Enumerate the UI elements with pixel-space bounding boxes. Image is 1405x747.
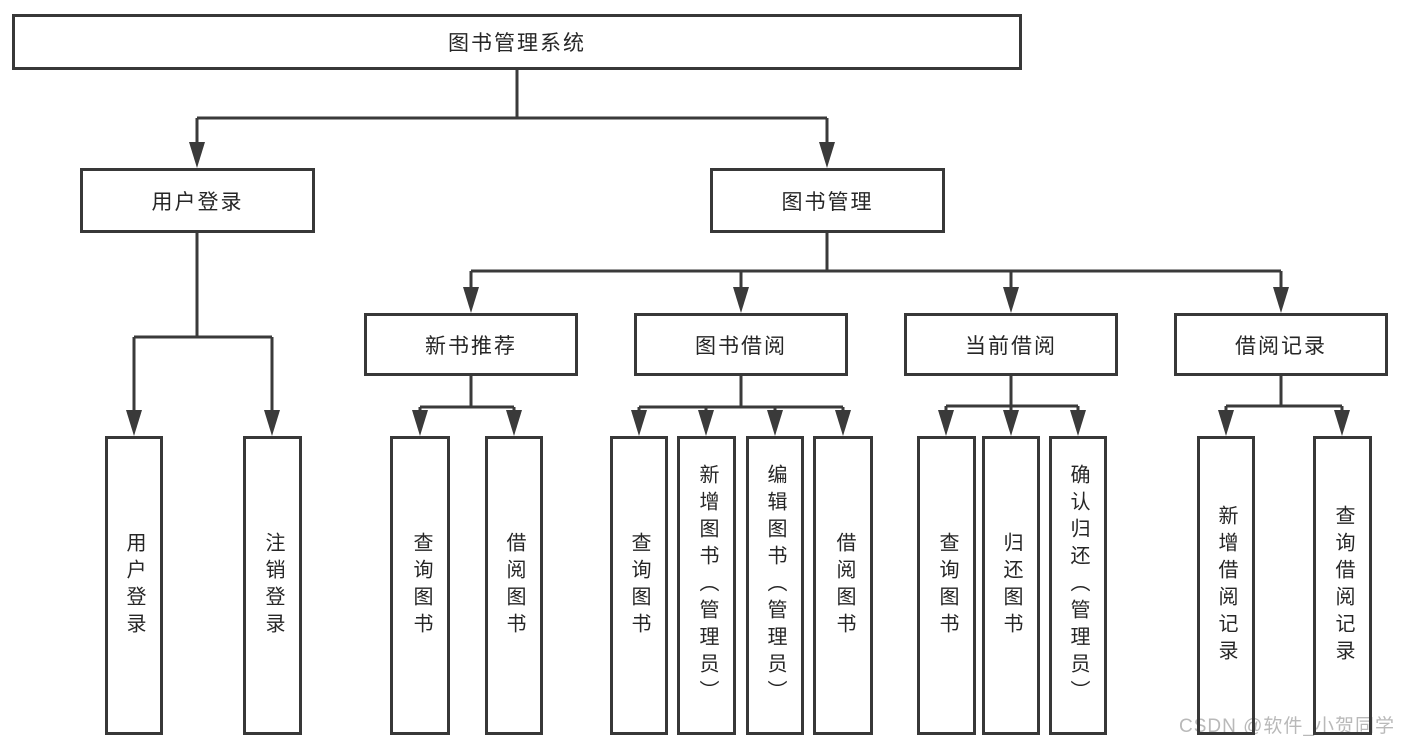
node-user-login: 用户登录 — [80, 168, 315, 233]
connector-bookmgmt-to-level3 — [463, 233, 1289, 313]
leaf-add-books-admin: 新增图书（管理员） — [677, 436, 736, 735]
connector-newbook-to-leaves — [412, 376, 522, 436]
leaf-logout: 注销登录 — [243, 436, 302, 735]
connector-root-to-level2 — [189, 70, 835, 168]
node-library-management-system: 图书管理系统 — [12, 14, 1022, 70]
leaf-edit-books-admin: 编辑图书（管理员） — [746, 436, 804, 735]
node-book-management: 图书管理 — [710, 168, 945, 233]
leaf-query-borrow-record: 查询借阅记录 — [1313, 436, 1372, 735]
connector-borrowing-to-leaves — [631, 376, 851, 436]
node-current-borrowing: 当前借阅 — [904, 313, 1118, 376]
node-new-book-recommend: 新书推荐 — [364, 313, 578, 376]
connector-records-to-leaves — [1218, 376, 1350, 436]
leaf-add-borrow-record: 新增借阅记录 — [1197, 436, 1255, 735]
csdn-watermark: CSDN @软件_小贺同学 — [1179, 716, 1395, 737]
leaf-return-books: 归还图书 — [982, 436, 1040, 735]
leaf-current-query-books: 查询图书 — [917, 436, 976, 735]
node-borrowing-records: 借阅记录 — [1174, 313, 1388, 376]
leaf-confirm-return-admin: 确认归还（管理员） — [1049, 436, 1107, 735]
node-book-borrowing: 图书借阅 — [634, 313, 848, 376]
leaf-borrowing-borrow-books: 借阅图书 — [813, 436, 873, 735]
leaf-newbook-borrow-books: 借阅图书 — [485, 436, 543, 735]
leaf-borrowing-query-books: 查询图书 — [610, 436, 668, 735]
connector-userlogin-to-leaves — [126, 233, 280, 436]
connector-current-to-leaves — [938, 376, 1086, 436]
leaf-newbook-query-books: 查询图书 — [390, 436, 450, 735]
leaf-user-login: 用户登录 — [105, 436, 163, 735]
